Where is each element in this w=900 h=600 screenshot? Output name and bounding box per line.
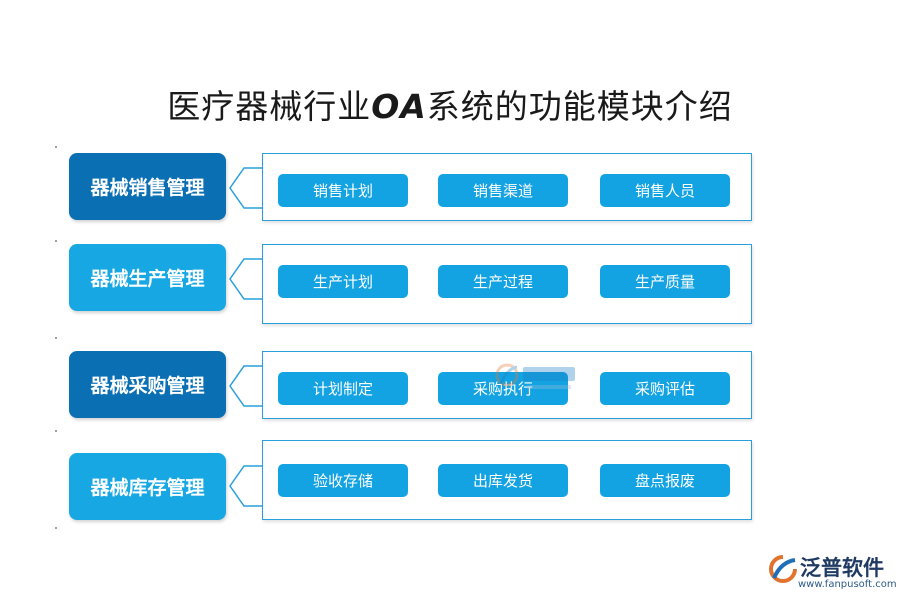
feature-item: 计划制定 (278, 372, 408, 405)
module-row-purchase: 器械采购管理 计划制定 采购执行 采购评估 (0, 351, 900, 421)
pointer-arrow-icon (229, 258, 264, 300)
module-inventory: 器械库存管理 (69, 453, 226, 520)
pointer-arrow-icon (229, 167, 264, 209)
fanpu-watermark-icon (495, 363, 575, 389)
feature-item: 采购评估 (600, 372, 730, 405)
fanpu-logo-icon (769, 555, 797, 583)
logo-url: www.fanpusoft.com (798, 579, 897, 590)
brand-logo: 泛普软件 www.fanpusoft.com (768, 550, 897, 596)
module-row-inventory: 器械库存管理 验收存储 出库发货 盘点报废 (0, 440, 900, 520)
module-production: 器械生产管理 (69, 244, 226, 311)
feature-item: 销售计划 (278, 174, 408, 207)
feature-item: 采购执行 (438, 372, 568, 405)
feature-item: 生产计划 (278, 265, 408, 298)
module-sales: 器械销售管理 (69, 153, 226, 220)
left-tick (55, 146, 57, 148)
pointer-arrow-icon (229, 365, 264, 407)
pointer-arrow-icon (229, 465, 264, 507)
feature-item: 销售人员 (600, 174, 730, 207)
left-tick (55, 240, 57, 242)
feature-item: 出库发货 (438, 464, 568, 497)
feature-item: 销售渠道 (438, 174, 568, 207)
module-purchase: 器械采购管理 (69, 351, 226, 418)
feature-item: 生产过程 (438, 265, 568, 298)
feature-item: 验收存储 (278, 464, 408, 497)
module-row-production: 器械生产管理 生产计划 生产过程 生产质量 (0, 244, 900, 324)
feature-item: 盘点报废 (600, 464, 730, 497)
left-tick (55, 337, 57, 339)
left-tick (55, 527, 57, 529)
feature-item: 生产质量 (600, 265, 730, 298)
page-title: 医疗器械行业OA系统的功能模块介绍 (167, 87, 733, 126)
left-tick (55, 430, 57, 432)
module-row-sales: 器械销售管理 销售计划 销售渠道 销售人员 (0, 153, 900, 223)
logo-brand-name: 泛普软件 (800, 556, 884, 580)
